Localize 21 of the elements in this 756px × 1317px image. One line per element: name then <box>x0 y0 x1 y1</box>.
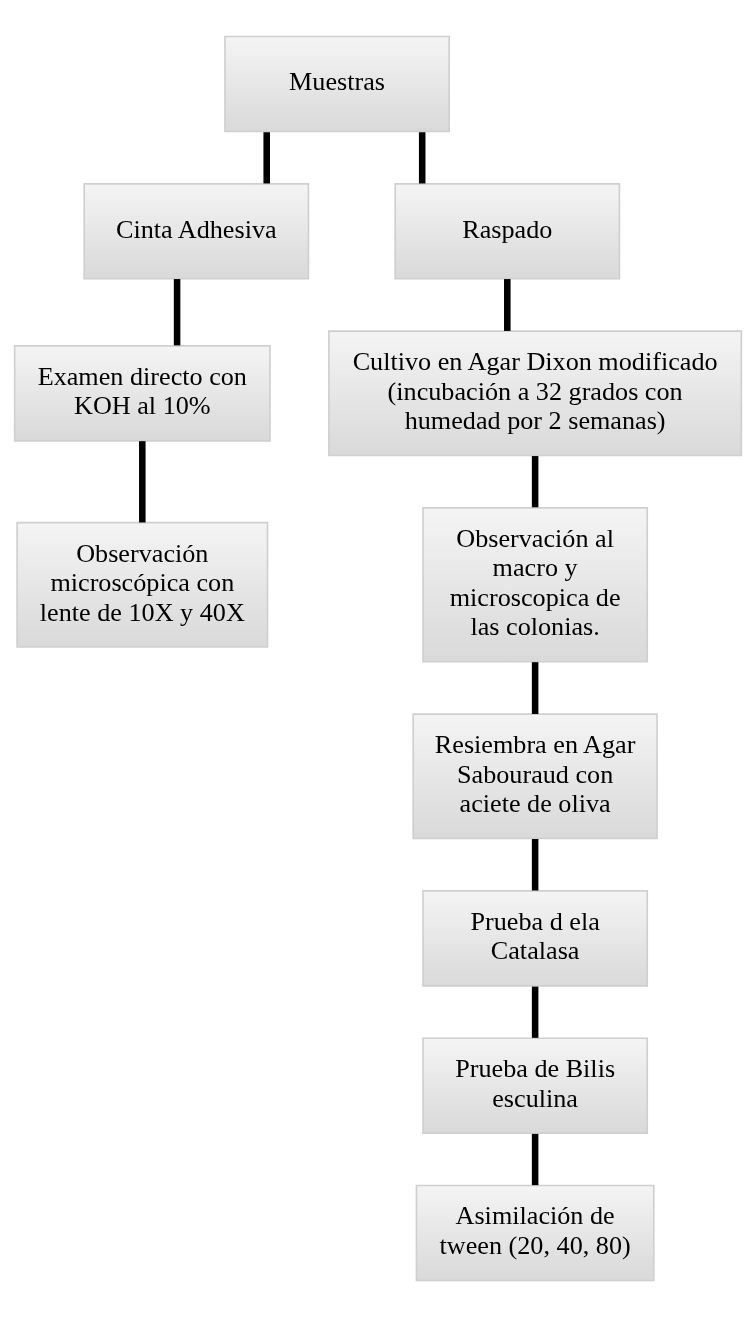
node-box: Resiembra en Agar Sabouraud con aciete de oliva <box>412 713 658 840</box>
connector <box>531 456 539 508</box>
connector <box>531 986 539 1038</box>
node-box: Observación microscópica con lente de 10X y 40X <box>16 521 269 648</box>
connector <box>531 662 539 714</box>
node-box: Muestras <box>224 35 450 133</box>
node-box: Examen directo con KOH al 10% <box>13 345 271 442</box>
node-box: Prueba de Bilis esculina <box>422 1037 649 1134</box>
connector <box>263 132 270 184</box>
node-box: Raspado <box>394 183 621 280</box>
connector <box>173 279 181 346</box>
node-box: Asimilación de tween (20, 40, 80) <box>415 1184 655 1282</box>
connector <box>531 839 539 891</box>
node-box: Prueba d ela Catalasa <box>422 890 649 987</box>
node-box: Observación al macro y microscopica de las colonias. <box>422 507 649 663</box>
connector <box>531 1133 539 1186</box>
connector <box>139 441 146 523</box>
connector <box>504 279 511 331</box>
node-box: Cultivo en Agar Dixon modificado (incubación a 32 grados con humedad por 2 semanas) <box>328 330 743 457</box>
node-box: Cinta Adhesiva <box>83 183 310 280</box>
connector <box>418 132 426 184</box>
